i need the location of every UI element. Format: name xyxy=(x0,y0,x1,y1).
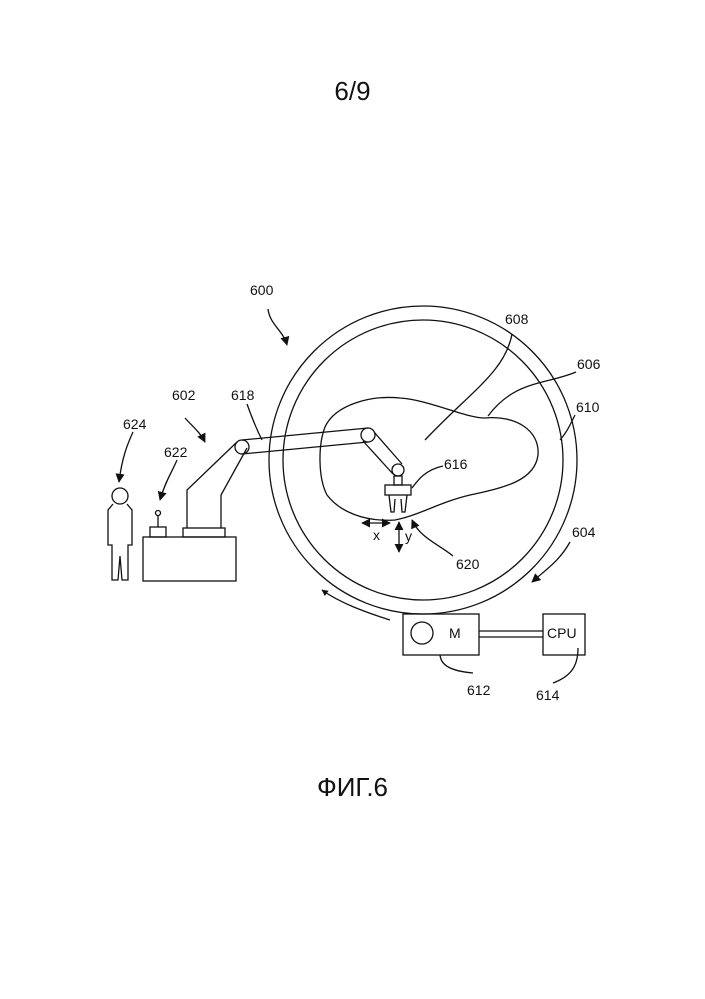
robot-upper-arm xyxy=(242,428,368,454)
gripper-neck xyxy=(394,476,402,485)
workpiece-outline xyxy=(320,397,538,520)
ref-614: 614 xyxy=(536,687,560,703)
motor-label: M xyxy=(449,625,461,641)
ref-620: 620 xyxy=(456,556,480,572)
leader-612 xyxy=(440,655,473,673)
leader-602 xyxy=(185,418,205,442)
robot-arm-right-edge xyxy=(221,448,247,528)
leader-618 xyxy=(247,404,262,440)
robot-arm-left-edge xyxy=(187,442,237,528)
leader-616 xyxy=(412,466,443,488)
leader-624 xyxy=(119,432,133,482)
robot-wrist-joint xyxy=(392,464,404,476)
ref-618: 618 xyxy=(231,387,255,403)
motor-box xyxy=(403,614,479,655)
robot-shoulder-joint xyxy=(235,440,249,454)
y-axis-label: y xyxy=(405,528,412,544)
joystick-base xyxy=(150,527,166,537)
rotation-arrow xyxy=(322,590,390,620)
joystick-knob xyxy=(156,511,161,516)
leader-622 xyxy=(160,460,177,500)
ref-600: 600 xyxy=(250,282,274,298)
ref-622: 622 xyxy=(164,444,188,460)
robot-elbow-joint xyxy=(361,428,375,442)
leader-600 xyxy=(268,309,287,345)
motor-rotor-icon xyxy=(411,622,433,644)
turntable-inner-ring xyxy=(283,320,563,600)
leader-608 xyxy=(425,334,512,440)
leader-610 xyxy=(560,415,575,440)
ref-608: 608 xyxy=(505,311,529,327)
ref-604: 604 xyxy=(572,524,596,540)
turntable-outer-ring xyxy=(269,306,577,614)
robot-forearm xyxy=(363,432,402,474)
robot-base-plate xyxy=(183,528,225,537)
ref-616: 616 xyxy=(444,456,468,472)
robot-base xyxy=(143,537,236,581)
ref-610: 610 xyxy=(576,399,600,415)
leader-614 xyxy=(553,648,578,683)
ref-606: 606 xyxy=(577,356,601,372)
figure-caption: ФИГ.6 xyxy=(0,772,705,803)
leader-620 xyxy=(412,520,453,556)
gripper-head xyxy=(385,485,411,495)
x-axis-label: x xyxy=(373,527,380,543)
ref-624: 624 xyxy=(123,416,147,432)
gripper-fingers xyxy=(389,495,407,512)
operator-figure xyxy=(108,488,132,580)
ref-602: 602 xyxy=(172,387,196,403)
ref-612: 612 xyxy=(467,682,491,698)
cpu-label: CPU xyxy=(547,625,577,641)
